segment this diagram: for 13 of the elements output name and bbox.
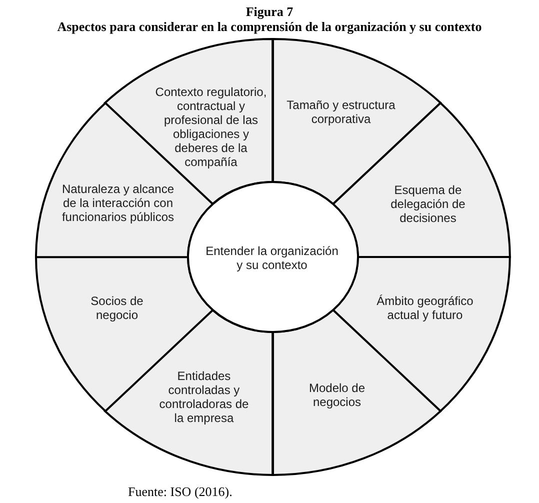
- segment-label: Ámbito geográfico actual y futuro: [376, 294, 474, 322]
- center-label: Entender la organización y su contexto: [205, 244, 339, 272]
- segment-label: Tamaño y estructura corporativa: [286, 98, 396, 126]
- segment-label: Socios de negocio: [90, 294, 144, 322]
- segment-label: Esquema de delegación de decisiones: [390, 182, 466, 225]
- segment-label: Entidades controladas y controladoras de la empresa: [158, 368, 250, 425]
- source-caption: Fuente: ISO (2016).: [128, 484, 232, 499]
- segment-label: Contexto regulatorio, contractual y profesional de las obligaciones y deberes de la compañía: [154, 85, 268, 169]
- center-ellipse: [187, 181, 359, 333]
- segment-label: Modelo de negocios: [308, 380, 366, 409]
- figure-number: Figura 7: [246, 4, 294, 19]
- figure-title: Aspectos para considerar en la comprensión de la organización y su contexto: [57, 19, 482, 34]
- segment-label: Naturaleza y alcance de la interacción con funcionarios públicos: [61, 182, 175, 224]
